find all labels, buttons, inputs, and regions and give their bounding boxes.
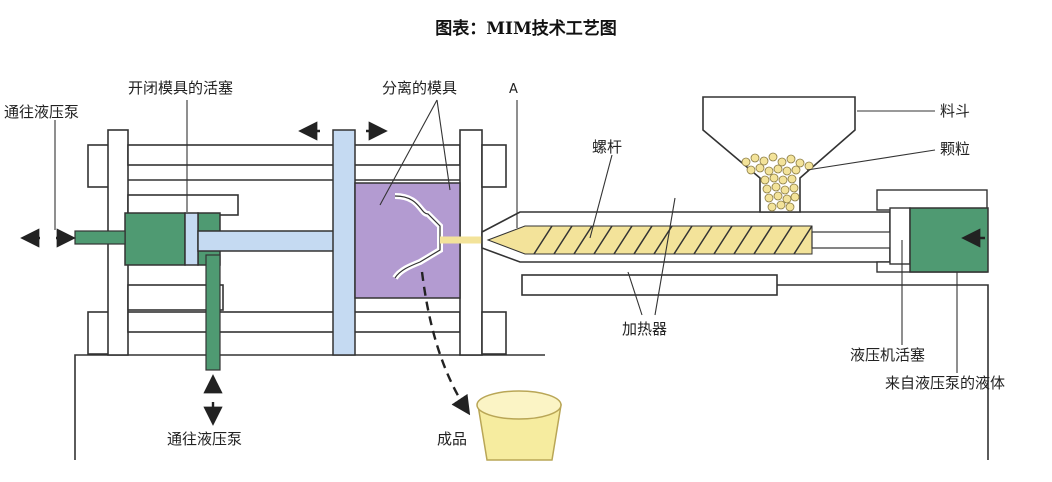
- hopper: [702, 96, 856, 213]
- clamp-cylinder: [74, 212, 221, 371]
- product-cup: [476, 390, 562, 461]
- piston-rod: [197, 129, 356, 356]
- label-granules: 颗粒: [940, 140, 970, 158]
- injection-barrel: [481, 211, 891, 263]
- label-point-a: A: [509, 82, 518, 97]
- injection-cylinder: [876, 189, 989, 273]
- label-hydraulic-piston: 液压机活塞: [850, 346, 925, 364]
- label-product: 成品: [437, 430, 467, 448]
- label-pump-bottom: 通往液压泵: [167, 430, 242, 448]
- label-fluid-in: 来自液压泵的液体: [885, 374, 1005, 392]
- flow-arrows: [20, 121, 985, 426]
- leader-lines: [54, 99, 958, 373]
- label-pump-left: 通往液压泵: [4, 103, 79, 121]
- granules-cluster: [741, 152, 814, 212]
- split-mold: [354, 182, 482, 299]
- label-split-mold: 分离的模具: [382, 79, 457, 97]
- page-title: 图表：MIM技术工艺图: [435, 19, 617, 39]
- label-screw: 螺杆: [592, 138, 622, 156]
- label-clamp-piston: 开闭模具的活塞: [128, 79, 233, 97]
- label-heater: 加热器: [622, 320, 667, 338]
- label-hopper: 料斗: [940, 102, 970, 120]
- machine-base: [74, 274, 989, 460]
